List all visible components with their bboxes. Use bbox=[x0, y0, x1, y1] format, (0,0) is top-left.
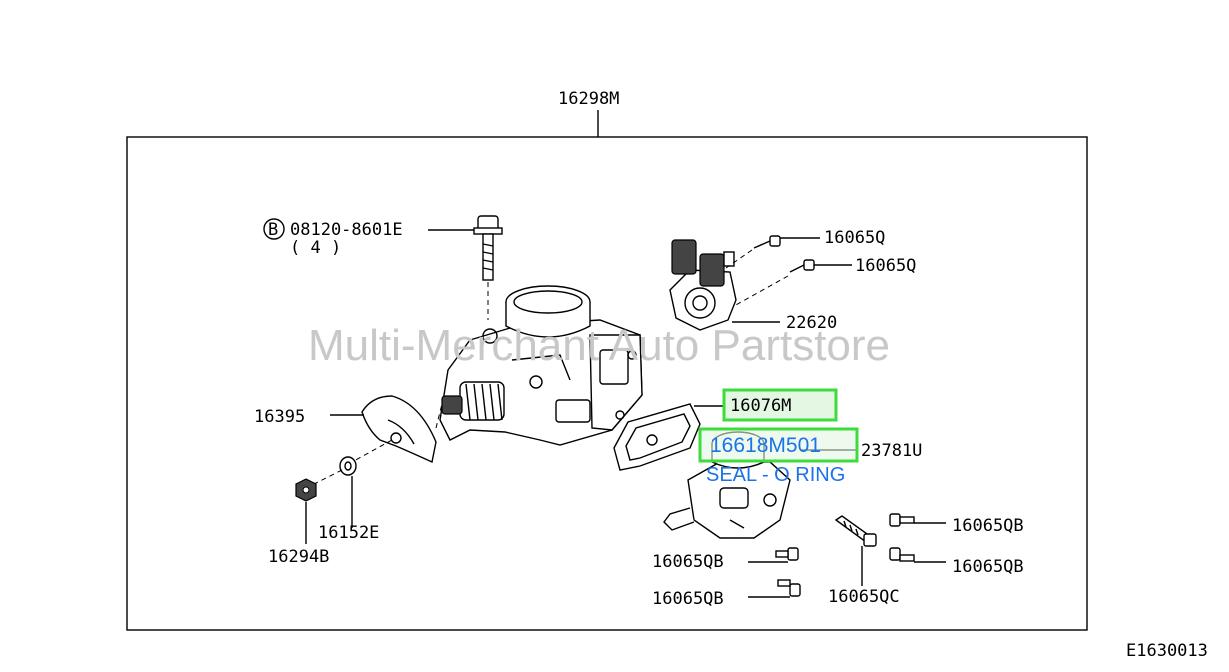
screw-icon-q1 bbox=[753, 235, 781, 249]
screw-qb1-label[interactable]: 16065QB bbox=[652, 552, 724, 572]
washer-label[interactable]: 16152E bbox=[318, 523, 379, 543]
screw-qb4-label[interactable]: 16065QB bbox=[952, 557, 1024, 577]
screw-icon-q2 bbox=[789, 259, 815, 273]
throttle-sensor-illustration bbox=[669, 239, 737, 331]
seal-part-number: 16618M501 bbox=[710, 434, 821, 457]
figure-code: E1630013 bbox=[1126, 641, 1208, 661]
screw-icon-qb4 bbox=[889, 547, 915, 562]
screw-icon-qb1 bbox=[775, 547, 799, 561]
seal-description: SEAL - O RING bbox=[706, 464, 845, 486]
nut-label[interactable]: 16294B bbox=[268, 547, 329, 567]
screw-q2-label[interactable]: 16065Q bbox=[855, 256, 916, 276]
highlight-seal[interactable]: 16618M501 bbox=[698, 427, 859, 463]
assembly-label[interactable]: 16298M bbox=[558, 89, 619, 109]
bolt-qty-label: ( 4 ) bbox=[290, 238, 341, 258]
screw-icon-qb2 bbox=[777, 579, 801, 597]
bolt-callout[interactable]: B 08120-8601E ( 4 ) bbox=[263, 218, 403, 258]
gasket-illustration bbox=[613, 403, 701, 471]
throttle-lever-illustration bbox=[361, 395, 437, 464]
bolt-prefix-label: B bbox=[268, 220, 278, 240]
nut-icon bbox=[295, 478, 317, 502]
screw-qc-label[interactable]: 16065QC bbox=[828, 587, 900, 607]
highlight-gasket[interactable]: 16076M bbox=[722, 388, 838, 422]
washer-icon bbox=[339, 456, 357, 476]
bolt-part-label: 08120-8601E bbox=[290, 220, 403, 240]
throttle-body-illustration bbox=[439, 285, 643, 446]
bolt-icon bbox=[473, 215, 503, 281]
assembly-frame bbox=[126, 136, 1088, 631]
screw-q1-label[interactable]: 16065Q bbox=[824, 228, 885, 248]
screw-icon-qc bbox=[834, 515, 877, 547]
iacv-label[interactable]: 23781U bbox=[861, 441, 922, 461]
sensor-label[interactable]: 22620 bbox=[786, 313, 837, 333]
gasket-highlight-label: 16076M bbox=[730, 396, 791, 416]
screw-qb2-label[interactable]: 16065QB bbox=[652, 589, 724, 609]
lever-label[interactable]: 16395 bbox=[254, 407, 305, 427]
watermark: Multi-Merchant Auto Partstore bbox=[308, 321, 890, 370]
screw-qb3-label[interactable]: 16065QB bbox=[952, 516, 1024, 536]
screw-icon-qb3 bbox=[889, 513, 915, 527]
